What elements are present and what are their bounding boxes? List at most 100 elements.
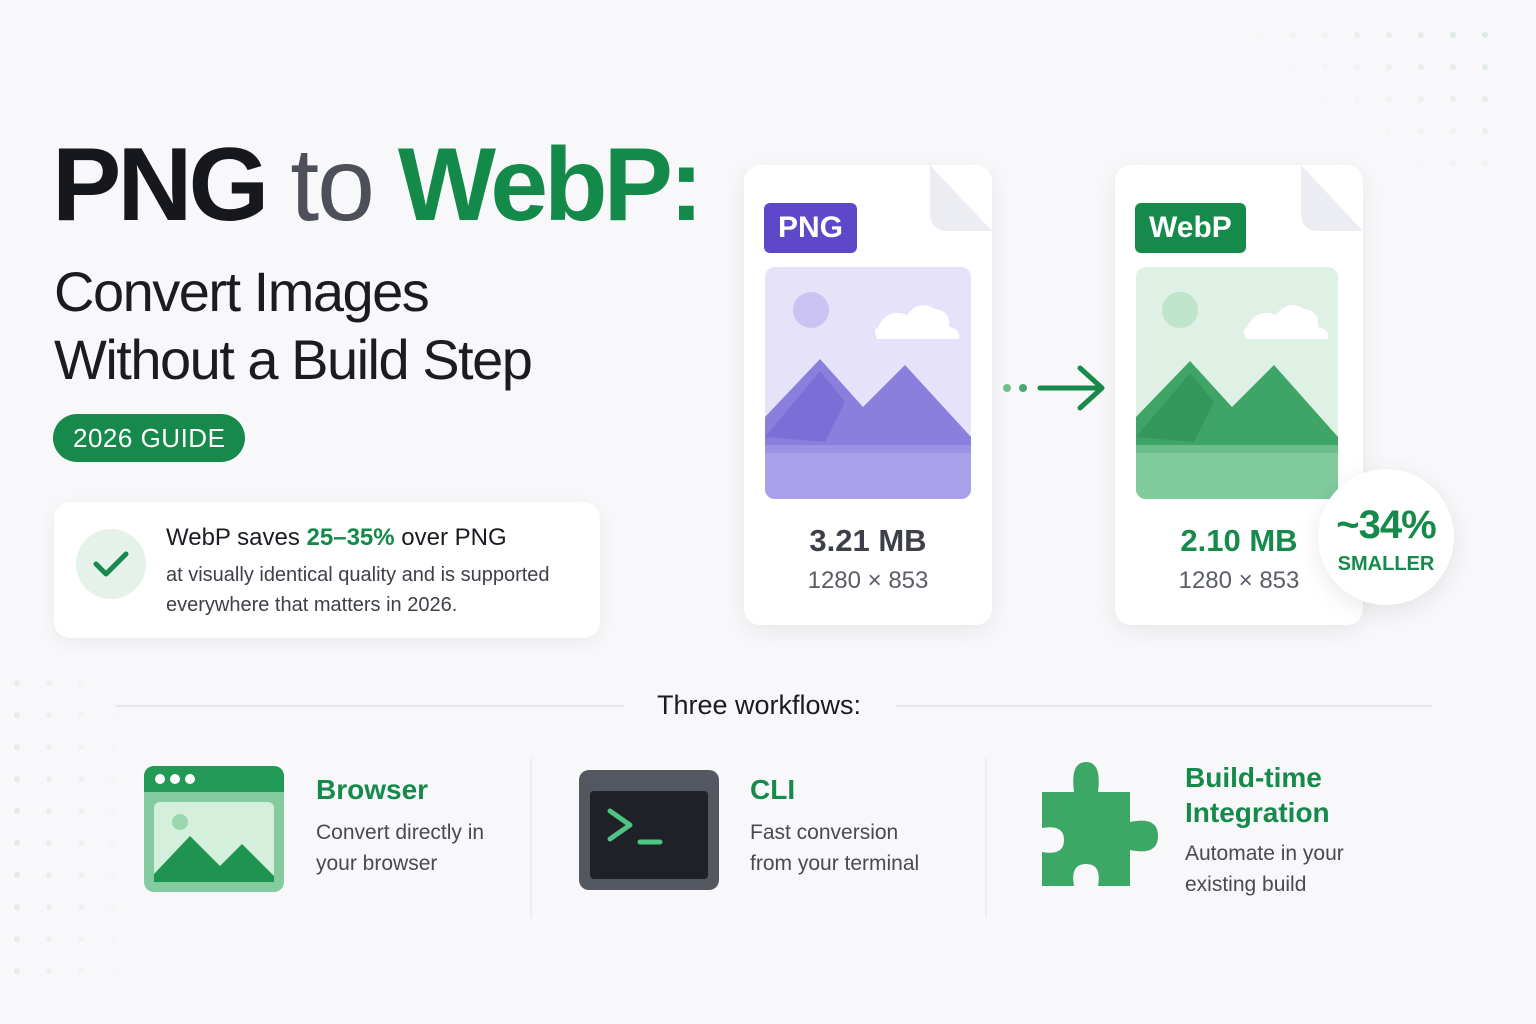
- decorative-dot: [46, 680, 52, 686]
- decorative-dot: [1354, 96, 1360, 102]
- decorative-dot: [1482, 96, 1488, 102]
- savings-badge: ~34% SMALLER: [1318, 469, 1454, 605]
- png-dimensions: 1280 × 853: [807, 567, 929, 594]
- decorative-dot: [14, 968, 20, 974]
- decorative-dot: [78, 840, 84, 846]
- decorative-dot: [14, 744, 20, 750]
- decorative-dot: [1386, 32, 1392, 38]
- decorative-dot: [110, 904, 116, 910]
- decorative-dot: [78, 680, 84, 686]
- browser-window-icon: [144, 766, 284, 892]
- workflow-build-desc: Automate in your existing build: [1185, 838, 1344, 900]
- page-title: PNG to WebP:: [52, 127, 704, 243]
- decorative-dot: [1290, 32, 1296, 38]
- workflow-browser-desc-line-2: your browser: [316, 852, 438, 875]
- decorative-dot: [1450, 96, 1456, 102]
- decorative-dot: [1418, 64, 1424, 70]
- page-fold-icon: [930, 165, 992, 231]
- decorative-dot: [46, 872, 52, 878]
- workflows-heading-text: Three workflows:: [634, 690, 884, 720]
- savings-label: SMALLER: [1337, 553, 1435, 575]
- decorative-dot: [78, 872, 84, 878]
- workflow-cli-desc-line-2: from your terminal: [750, 852, 920, 875]
- workflow-build-desc-line-1: Automate in your: [1185, 842, 1344, 865]
- guide-badge: 2026 GUIDE: [53, 414, 246, 462]
- decorative-dot: [1258, 32, 1264, 38]
- savings-callout: WebP saves 25–35% over PNG at visually i…: [54, 502, 600, 638]
- decorative-dot: [1450, 64, 1456, 70]
- decorative-dot: [1482, 160, 1488, 166]
- decorative-dot: [110, 744, 116, 750]
- webp-file-size: 2.10 MB: [1180, 523, 1298, 558]
- webp-format-badge: WebP: [1135, 203, 1246, 253]
- decorative-dot: [14, 808, 20, 814]
- workflow-build-desc-line-2: existing build: [1185, 873, 1307, 896]
- png-image-thumbnail-icon: [765, 267, 971, 499]
- callout-highlight: 25–35%: [306, 524, 395, 551]
- decorative-dot: [1482, 64, 1488, 70]
- subtitle-line-2: Without a Build Step: [54, 328, 533, 391]
- terminal-icon: [579, 770, 719, 890]
- decorative-dot: [78, 904, 84, 910]
- decorative-dot: [110, 872, 116, 878]
- decorative-dot: [110, 712, 116, 718]
- decorative-dot: [1418, 160, 1424, 166]
- savings-percent: ~34%: [1336, 503, 1436, 547]
- decorative-dot: [110, 808, 116, 814]
- divider: [896, 705, 1432, 707]
- decorative-dot: [1482, 128, 1488, 134]
- title-webp: WebP:: [397, 127, 704, 243]
- workflow-cli-desc-line-1: Fast conversion: [750, 821, 899, 844]
- workflow-build-title: Build-time Integration: [1185, 760, 1330, 830]
- arrow-right-icon: [1003, 365, 1105, 411]
- decorative-dot: [1322, 64, 1328, 70]
- webp-file-card: WebP 2.10 MB 1280 × 853: [1115, 165, 1363, 625]
- workflow-cli-title: CLI: [750, 774, 796, 805]
- divider: [985, 758, 987, 918]
- decorative-dot: [110, 776, 116, 782]
- callout-body: at visually identical quality and is sup…: [166, 564, 550, 616]
- workflow-build-title-line-2: Integration: [1185, 797, 1330, 828]
- decorative-dot: [1322, 96, 1328, 102]
- decorative-dot: [14, 776, 20, 782]
- decorative-dot: [78, 776, 84, 782]
- decorative-dot: [14, 936, 20, 942]
- divider: [530, 758, 532, 918]
- decorative-dot: [46, 936, 52, 942]
- page-subtitle: Convert Images Without a Build Step: [54, 258, 533, 394]
- decorative-dot: [1386, 128, 1392, 134]
- decorative-dot: [46, 744, 52, 750]
- decorative-dot: [14, 840, 20, 846]
- decorative-dot: [1290, 64, 1296, 70]
- decorative-dot: [78, 936, 84, 942]
- decorative-dot: [78, 968, 84, 974]
- puzzle-piece-icon: [1042, 762, 1158, 886]
- png-format-badge: PNG: [764, 203, 858, 253]
- callout-suffix: over PNG: [394, 524, 507, 551]
- webp-image-thumbnail-icon: [1136, 267, 1338, 499]
- decorative-dot: [46, 840, 52, 846]
- workflow-cli-desc: Fast conversion from your terminal: [750, 817, 919, 879]
- png-file-card: PNG 3.21 MB 1280 × 853: [744, 165, 992, 625]
- decorative-dot: [110, 840, 116, 846]
- checkmark-icon: [76, 529, 146, 599]
- decorative-dot: [110, 936, 116, 942]
- decorative-dot: [78, 744, 84, 750]
- subtitle-line-1: Convert Images: [54, 260, 430, 323]
- decorative-dot: [1482, 32, 1488, 38]
- decorative-dot: [1386, 96, 1392, 102]
- workflow-browser-desc-line-1: Convert directly in: [316, 821, 485, 844]
- decorative-dot: [1450, 160, 1456, 166]
- decorative-dot: [1354, 32, 1360, 38]
- decorative-dot: [1450, 128, 1456, 134]
- decorative-dot: [14, 904, 20, 910]
- webp-dimensions: 1280 × 853: [1178, 567, 1300, 594]
- decorative-dot: [78, 808, 84, 814]
- decorative-dot: [1450, 32, 1456, 38]
- decorative-dot: [1386, 64, 1392, 70]
- decorative-dot: [46, 808, 52, 814]
- decorative-dot: [14, 680, 20, 686]
- title-to: to: [290, 127, 375, 243]
- decorative-dot: [46, 712, 52, 718]
- title-png: PNG: [52, 127, 269, 243]
